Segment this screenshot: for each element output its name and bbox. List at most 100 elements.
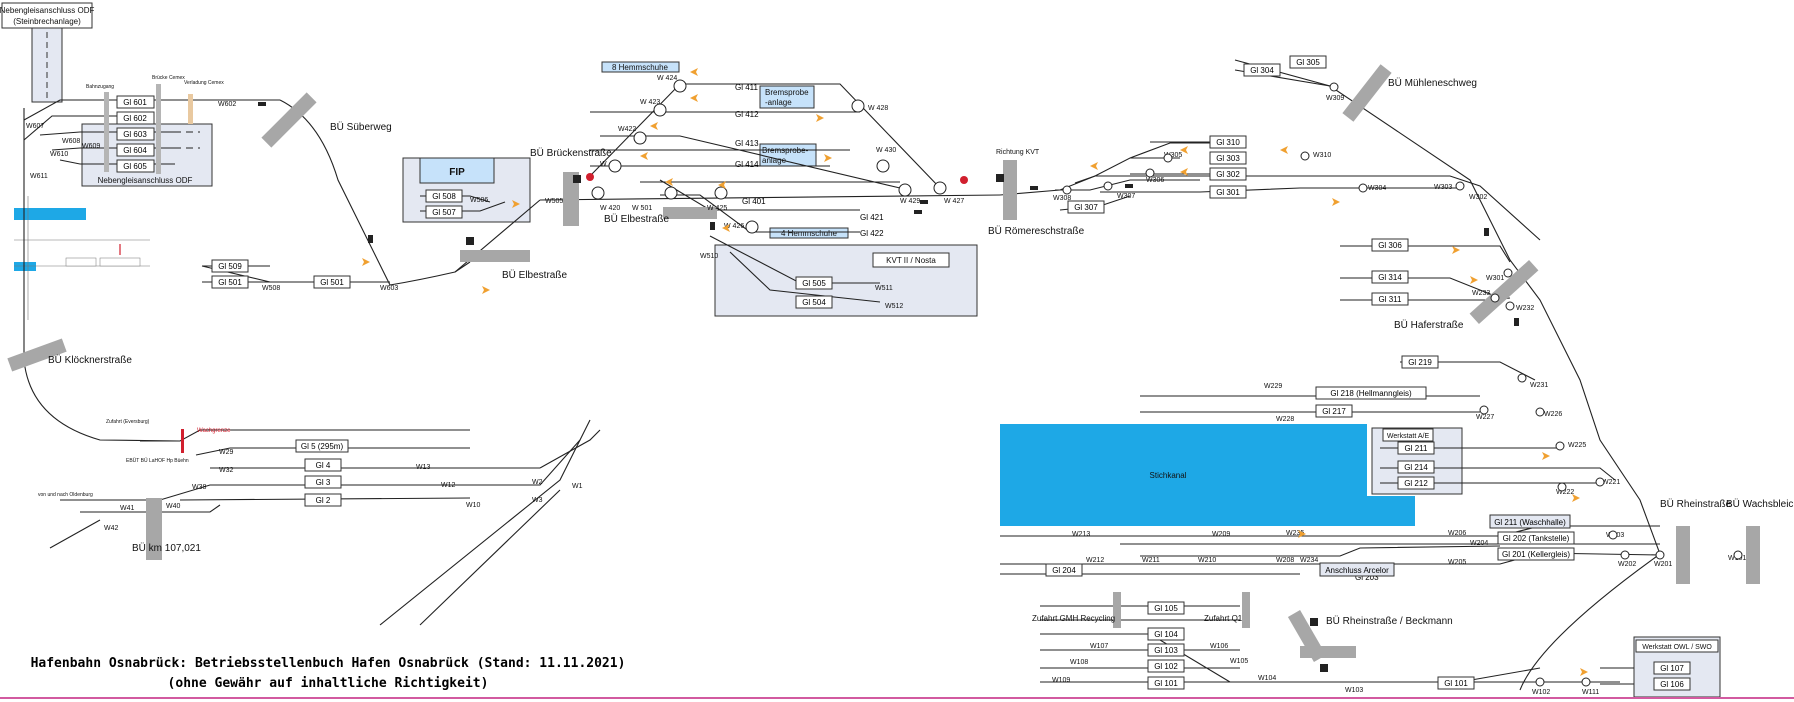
track-gl-302: Gl 302 <box>1209 167 1247 181</box>
hemmschuhe-4: 4 Hemmschuhe <box>769 227 849 239</box>
track-gl-305: Gl 305 <box>1289 55 1327 69</box>
bremsprobe-2: Bremsprobe- anlage <box>759 143 817 167</box>
track-gl-101-a: Gl 101 <box>1147 676 1185 690</box>
bu-rheinstrasse-beckmann: BÜ Rheinstraße / Beckmann <box>1326 615 1453 627</box>
svg-text:Gl 212: Gl 212 <box>1404 479 1428 488</box>
switch-w430: W 430 <box>876 147 896 154</box>
switch-w204: W204 <box>1470 540 1488 547</box>
svg-text:Gl 219: Gl 219 <box>1408 358 1432 367</box>
switch-w308: W308 <box>1053 195 1071 202</box>
svg-text:Gl 106: Gl 106 <box>1660 680 1684 689</box>
odf-lower-label: Nebengleisanschluss ODF <box>98 176 193 185</box>
track-gl-414: Gl 414 <box>735 160 759 169</box>
crossing-bars <box>7 64 1760 663</box>
footer: Hafenbahn Osnabrück: Betriebsstellenbuch… <box>8 654 648 694</box>
svg-text:Gl 504: Gl 504 <box>802 298 826 307</box>
svg-text:Gl 604: Gl 604 <box>123 146 147 155</box>
switch-w302: W302 <box>1469 194 1487 201</box>
track-gl-107: Gl 107 <box>1653 661 1691 675</box>
svg-text:Gl 5 (295m): Gl 5 (295m) <box>301 442 344 451</box>
footer-disclaimer: (ohne Gewähr auf inhaltliche Richtigkeit… <box>167 676 489 691</box>
svg-text:Gl 302: Gl 302 <box>1216 170 1240 179</box>
svg-text:Gl 501: Gl 501 <box>218 278 242 287</box>
svg-text:Gl 4: Gl 4 <box>316 461 331 470</box>
switch-w303: W303 <box>1434 184 1452 191</box>
track-gl-605: Gl 605 <box>116 159 155 173</box>
hemm8-label: 8 Hemmschuhe <box>612 63 669 72</box>
svg-text:Gl 508: Gl 508 <box>432 192 456 201</box>
switch-w1: W1 <box>572 483 583 490</box>
svg-text:Gl 603: Gl 603 <box>123 130 147 139</box>
zufahrt-q1-label: Zufahrt Q1 <box>1204 614 1243 623</box>
svg-text:Gl 414: Gl 414 <box>735 160 759 169</box>
switch-w38: W38 <box>192 484 207 491</box>
odf-top-sublabel: (Steinbrechanlage) <box>13 17 81 26</box>
svg-text:Gl 104: Gl 104 <box>1154 630 1178 639</box>
svg-text:Gl 2: Gl 2 <box>316 496 331 505</box>
fip-area: FIP <box>402 157 531 223</box>
svg-text:Gl 304: Gl 304 <box>1250 66 1274 75</box>
richtung-kvt-label: Richtung KVT <box>996 149 1040 156</box>
switch-w209: W209 <box>1212 531 1230 538</box>
svg-text:Gl 211: Gl 211 <box>1405 444 1429 453</box>
switch-w309: W309 <box>1326 95 1344 102</box>
switch-w105: W105 <box>1230 658 1248 665</box>
switch-w306: W306 <box>1146 177 1164 184</box>
switch-w232: W232 <box>1516 305 1534 312</box>
werkstatt-owl-label: Werkstatt OWL / SWO <box>1642 644 1712 651</box>
track-gl-311: Gl 311 <box>1371 292 1409 306</box>
switch-w420: W 420 <box>600 205 620 212</box>
track-gl-603: Gl 603 <box>116 127 155 141</box>
track-gl-202: Gl 202 (Tankstelle) <box>1497 531 1575 545</box>
svg-text:Gl 505: Gl 505 <box>802 279 826 288</box>
switch-w610: W610 <box>50 151 68 158</box>
track-gl-214: Gl 214 <box>1397 460 1435 474</box>
switch-w41: W41 <box>120 505 135 512</box>
track-gl-217: Gl 217 <box>1315 404 1353 418</box>
track-gl-401: Gl 401 <box>742 197 766 206</box>
track-gl-306: Gl 306 <box>1371 238 1409 252</box>
switch-w423: W 423 <box>640 99 660 106</box>
track-gl-310: Gl 310 <box>1209 135 1247 149</box>
svg-text:Gl 422: Gl 422 <box>860 229 884 238</box>
track-gl-314: Gl 314 <box>1371 270 1409 284</box>
svg-text:Gl 214: Gl 214 <box>1404 463 1428 472</box>
switch-w225: W225 <box>1568 442 1586 449</box>
switch-w42: W42 <box>104 525 119 532</box>
svg-text:Gl 303: Gl 303 <box>1216 154 1240 163</box>
svg-text:Gl 501: Gl 501 <box>320 278 344 287</box>
bu-brueckenstrasse: BÜ Brückenstraße <box>530 147 612 159</box>
red-markers <box>181 173 968 453</box>
track-gl-219: Gl 219 <box>1401 355 1439 369</box>
bu-wachsbleiche: BÜ Wachsbleiche <box>1726 498 1794 510</box>
switch-w501: W 501 <box>632 205 652 212</box>
switch-w428: W 428 <box>868 105 888 112</box>
track-gl-106: Gl 106 <box>1653 677 1691 691</box>
track-gl-304: Gl 304 <box>1243 63 1281 77</box>
stichkanal-area: Stichkanal <box>1000 424 1415 526</box>
svg-text:Gl 509: Gl 509 <box>218 262 242 271</box>
switch-w422: W422 <box>618 126 636 133</box>
switch-w29: W29 <box>219 449 234 456</box>
svg-text:Gl 3: Gl 3 <box>316 478 331 487</box>
bremsprobe-1: Bremsprobe -anlage <box>759 85 815 109</box>
kvt-area: KVT II / Nosta <box>714 244 978 317</box>
stichkanal-label: Stichkanal <box>1150 471 1187 480</box>
switch-w231: W231 <box>1530 382 1548 389</box>
track-gl-602: Gl 602 <box>116 111 155 125</box>
odf-top-label: Nebengleisanschluss ODF <box>0 6 94 15</box>
track-gl-212: Gl 212 <box>1397 476 1435 490</box>
switch-w603: W603 <box>380 285 398 292</box>
svg-text:Gl 107: Gl 107 <box>1660 664 1684 673</box>
switch-w510: W510 <box>700 253 718 260</box>
track-gl-604: Gl 604 <box>116 143 155 157</box>
switch-w235: W235 <box>1286 530 1304 537</box>
fip-label: FIP <box>449 167 465 178</box>
switch-w205: W205 <box>1448 559 1466 566</box>
track-gl-411: Gl 411 <box>735 83 759 92</box>
zufahrt-eversburg-label: Zufahrt (Eversburg) <box>106 419 150 425</box>
switch-w10: W10 <box>466 502 481 509</box>
svg-text:Gl 401: Gl 401 <box>742 197 766 206</box>
odf-top-area: Nebengleisanschluss ODF (Steinbrechanlag… <box>0 2 94 103</box>
switch-w234: W234 <box>1300 557 1318 564</box>
